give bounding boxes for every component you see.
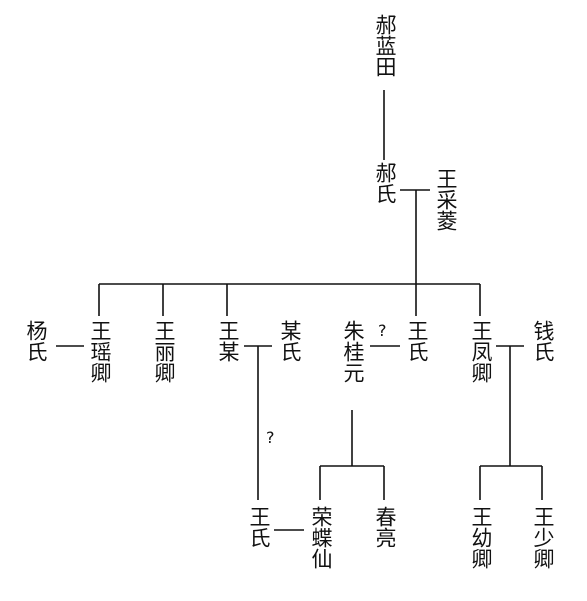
person-hao-lantian: 郝蓝田 (373, 14, 397, 77)
person-wang-youqing: 王幼卿 (469, 506, 493, 569)
person-hao-shi: 郝氏 (373, 162, 397, 204)
person-wang-shaoqing: 王少卿 (531, 506, 555, 569)
uncertain-mark-wangmou: ? (266, 428, 275, 447)
person-wang-shi-grand: 王氏 (247, 506, 271, 548)
person-wang-cailing: 王采菱 (434, 168, 458, 231)
person-yang-shi: 杨氏 (24, 320, 48, 362)
person-wang-yaoqing: 王瑶卿 (88, 320, 112, 383)
person-mou-shi: 某氏 (278, 320, 302, 362)
person-wang-fengqing: 王凤卿 (469, 320, 493, 383)
person-qian-shi: 钱氏 (531, 320, 555, 362)
person-zhu-guiyuan: 朱桂元 (341, 320, 365, 383)
uncertain-mark-zhu: ? (378, 321, 387, 340)
person-wang-shi-daughter: 王氏 (405, 320, 429, 362)
person-wang-mou: 王某 (216, 320, 240, 362)
person-chun-liang: 春亮 (373, 506, 397, 548)
person-rong-diexian: 荣蝶仙 (309, 506, 333, 569)
person-wang-liqing: 王丽卿 (152, 320, 176, 383)
